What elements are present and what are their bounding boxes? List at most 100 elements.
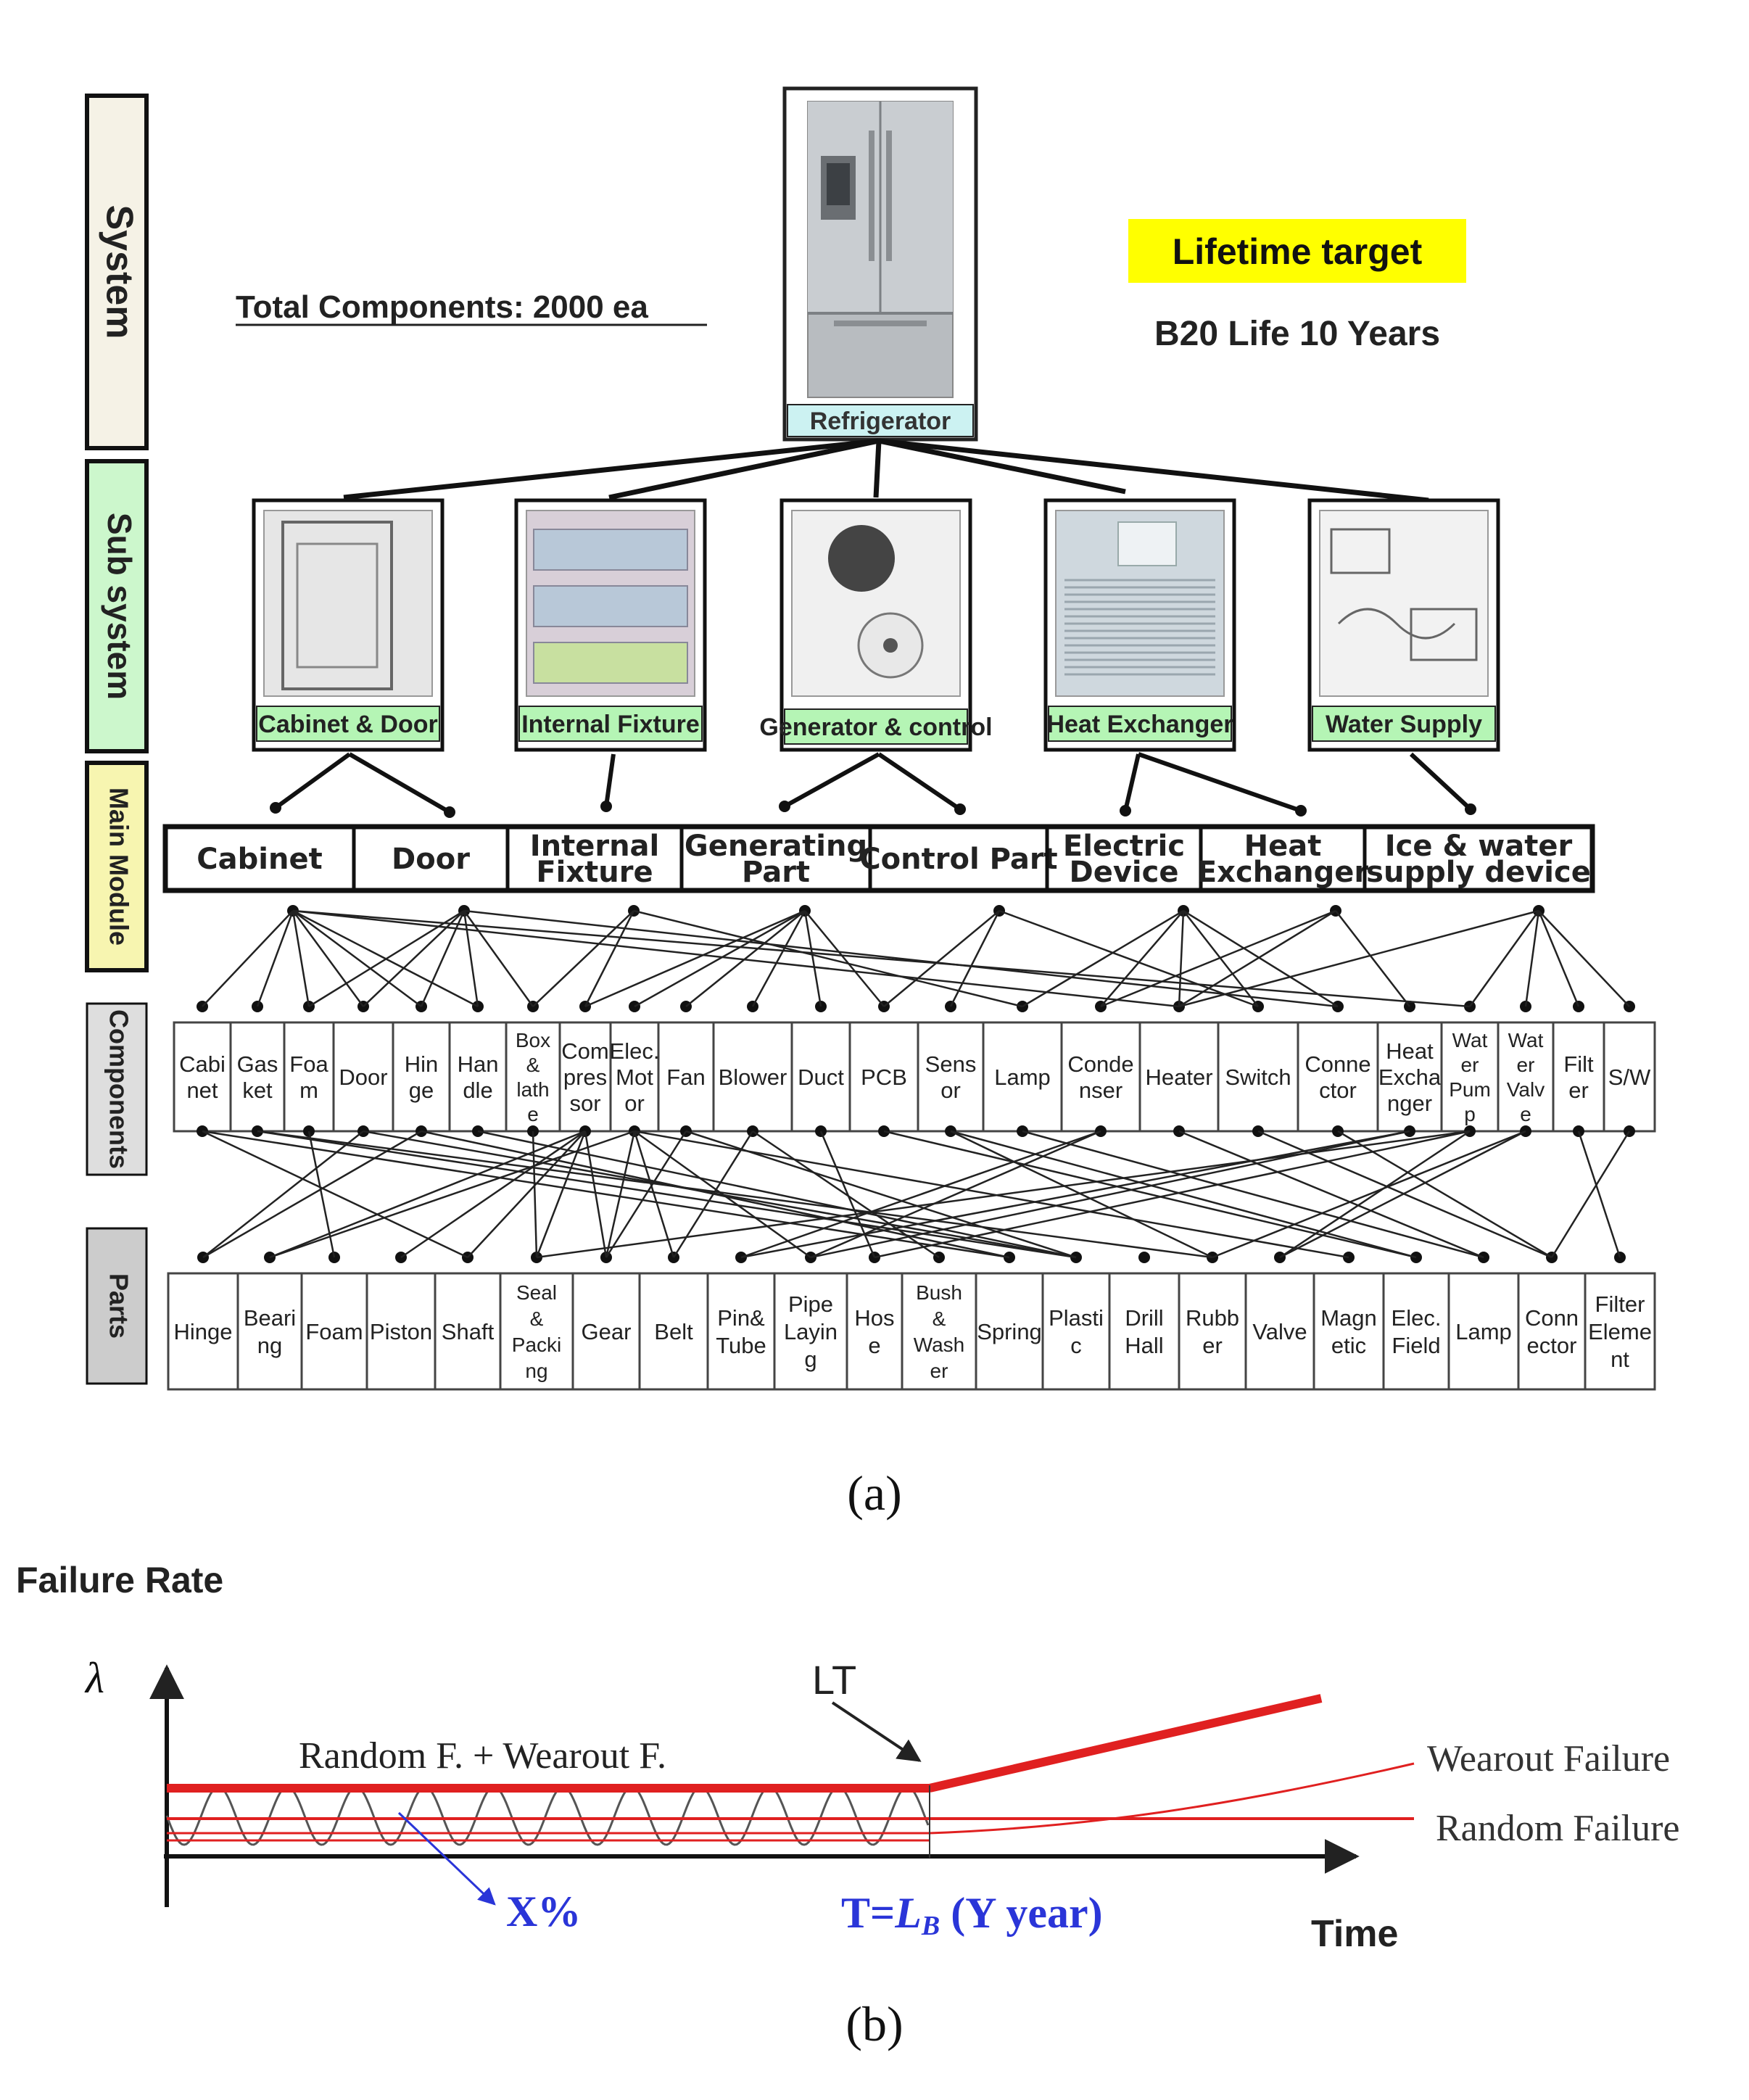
component-cell	[505, 1021, 561, 1133]
component-part-link	[536, 1130, 1471, 1259]
component-part-link	[1257, 1130, 1552, 1259]
component-part-link	[950, 1130, 1417, 1259]
module-component-link	[292, 910, 310, 1007]
component-part-link	[605, 1130, 636, 1258]
level-label: Main Module	[104, 788, 133, 946]
component-part-link	[202, 1130, 468, 1259]
module-component-link	[532, 910, 634, 1007]
subsystem-internal-fixture: Internal Fixture	[514, 498, 707, 752]
system-link	[873, 440, 882, 498]
subsystem-generator-control: Generator & control	[759, 498, 993, 752]
component-cell	[609, 1021, 660, 1133]
part-cell	[300, 1272, 368, 1391]
wearout-failure-curve	[167, 1762, 1415, 1835]
module-component-link	[633, 909, 1023, 1008]
part-cell	[901, 1272, 977, 1391]
component-label: Door	[339, 1065, 387, 1090]
system-subsystem-links	[343, 438, 1429, 503]
component-part-link	[584, 1130, 608, 1258]
x-percent-arrow	[397, 1811, 496, 1906]
component-label: Lamp	[994, 1065, 1051, 1090]
component-cell	[917, 1021, 985, 1133]
level-main-module: Main Module	[85, 761, 149, 972]
module-component-link	[256, 910, 294, 1007]
part-cell	[1382, 1272, 1450, 1391]
part-label: Foam	[305, 1319, 363, 1344]
subsystem-heat-exchanger: Heat Exchanger	[1043, 498, 1236, 752]
part-cell	[236, 1272, 303, 1391]
subsystem-link	[1409, 752, 1473, 811]
part-cell	[706, 1272, 776, 1391]
subsystem-link	[877, 752, 962, 811]
part-label: Piston	[370, 1319, 432, 1344]
component-part-link	[467, 1130, 586, 1258]
module-component-link	[463, 910, 534, 1007]
component-label: Switch	[1225, 1065, 1291, 1090]
component-part-link	[1279, 1130, 1471, 1259]
module-component-link	[584, 910, 635, 1007]
component-part-link	[810, 1130, 1410, 1259]
component-part-link	[605, 1130, 687, 1258]
module-component-link	[949, 910, 1001, 1007]
main-module-label: Cabinet	[197, 843, 322, 876]
component-part-link	[257, 1130, 1077, 1259]
total-components-label: Total Components: 2000 ea	[236, 289, 648, 325]
component-part-link	[1577, 1130, 1621, 1258]
caption-b: (b)	[845, 1996, 903, 2051]
lt-arrow	[831, 1701, 922, 1762]
part-cell	[167, 1272, 239, 1391]
component-cell	[229, 1021, 286, 1133]
component-cell	[848, 1021, 919, 1133]
component-cell	[1217, 1021, 1299, 1133]
subsystem-cabinet-door: Cabinet & Door	[252, 498, 445, 752]
part-label: Hinge	[174, 1319, 233, 1344]
failure-rate-label: Failure Rate	[16, 1560, 223, 1600]
subsystem-link	[604, 753, 616, 807]
component-part-link	[1022, 1130, 1484, 1259]
level-label: Components	[104, 1009, 133, 1169]
part-label: Pin&Tube	[716, 1305, 766, 1358]
subsystem-link	[1123, 753, 1141, 811]
part-cell	[571, 1272, 641, 1391]
part-cell	[1178, 1272, 1247, 1391]
part-label: Lamp	[1455, 1319, 1512, 1344]
level-label: System	[98, 205, 140, 339]
system-link	[343, 438, 880, 500]
system-link	[608, 438, 880, 500]
subsystem-image	[263, 510, 433, 697]
module-component-link	[363, 910, 465, 1007]
component-part-link	[202, 1130, 364, 1258]
part-label: Elec.Field	[1392, 1305, 1442, 1358]
module-component-link	[1538, 910, 1630, 1007]
module-component-link	[1100, 909, 1336, 1008]
part-cell	[1041, 1272, 1111, 1391]
module-component-link	[1537, 910, 1580, 1007]
part-cell	[1584, 1272, 1656, 1391]
subsystem-label: Cabinet & Door	[258, 711, 437, 738]
component-part-link	[633, 1130, 675, 1258]
system-link	[878, 438, 1126, 495]
component-part-link	[1550, 1130, 1631, 1258]
part-cell	[773, 1272, 848, 1391]
component-label: Duct	[798, 1065, 844, 1090]
module-component-link	[998, 909, 1259, 1008]
